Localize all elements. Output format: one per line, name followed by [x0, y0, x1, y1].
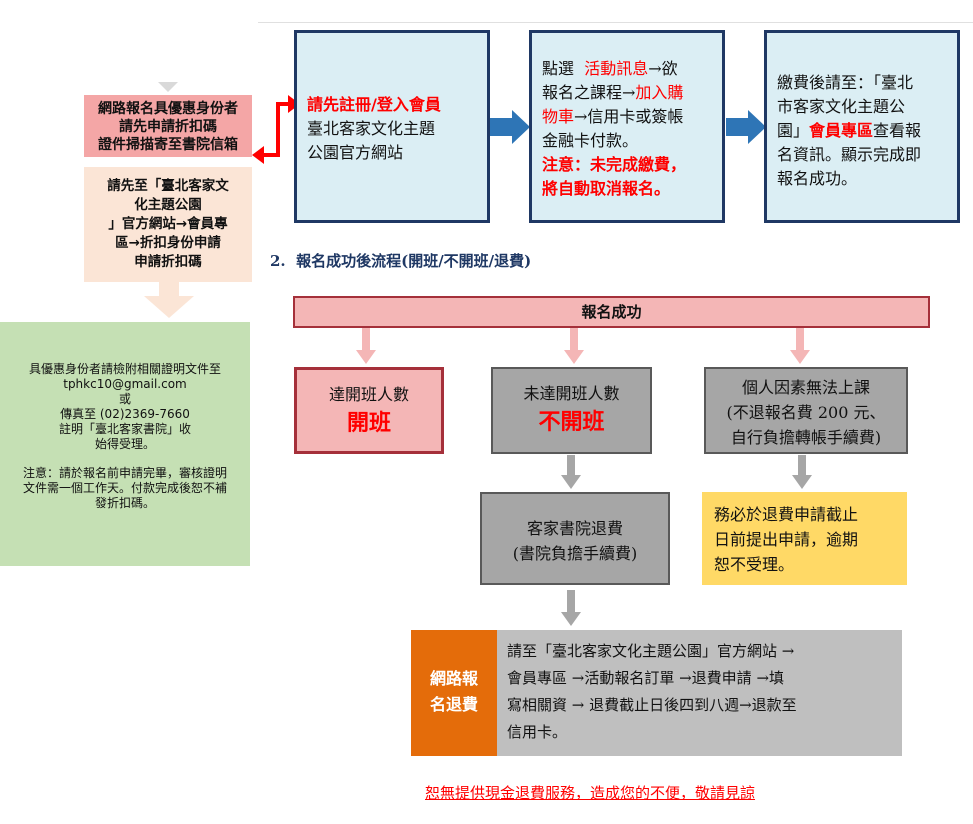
right-arrow-icon	[726, 110, 766, 144]
select-course-box: 點選 活動訊息→欲 報名之課程→加入購 物車→信用卡或簽帳 金融卡付款。 注意：…	[529, 30, 725, 223]
class-cancelled-box: 未達開班人數 不開班	[491, 367, 652, 454]
proof-documents-box: 具優惠身份者請檢附相關證明文件至 tphkc10@gmail.com 或 傳真至…	[0, 322, 250, 566]
registration-success-bar: 報名成功	[293, 296, 930, 328]
top-divider	[258, 22, 973, 23]
discount-instructions: 請先至「臺北客家文 化主題公園 」官方網站→會員專 區→折扣身份申請 申請折扣碼	[84, 167, 252, 282]
discount-header: 網路報名具優惠身份者 請先申請折扣碼 證件掃描寄至書院信箱	[84, 95, 252, 157]
register-login-box: 請先註冊/登入會員 臺北客家文化主題 公園官方網站	[294, 30, 490, 223]
down-arrow-icon	[144, 282, 194, 318]
personal-reason-box: 個人因素無法上課 (不退報名費 200 元、 自行負擔轉帳手續費)	[704, 367, 908, 454]
academy-refund-box: 客家書院退費 (書院負擔手續費)	[480, 492, 670, 585]
down-arrow-icon	[561, 455, 581, 489]
faint-arrow-icon	[158, 82, 178, 92]
down-arrow-icon	[356, 328, 376, 364]
section-heading: 2. 報名成功後流程(開班/不開班/退費)	[270, 252, 532, 270]
right-arrow-icon	[490, 110, 530, 144]
connector-arrow-icon	[252, 95, 300, 164]
open-class-box: 達開班人數 開班	[294, 367, 444, 454]
online-refund-steps: 請至「臺北客家文化主題公園」官方網站 → 會員專區 →活動報名訂單 →退費申請 …	[497, 630, 902, 756]
down-arrow-icon	[792, 455, 812, 489]
check-registration-box: 繳費後請至：「臺北 市客家文化主題公 園」會員專區查看報 名資訊。顯示完成即 報…	[764, 30, 960, 223]
down-arrow-icon	[564, 328, 584, 364]
down-arrow-icon	[561, 590, 581, 626]
online-refund-label: 網路報 名退費	[411, 630, 497, 756]
refund-deadline-note: 務必於退費申請截止 日前提出申請，逾期 恕不受理。	[702, 492, 907, 585]
down-arrow-icon	[790, 328, 810, 364]
footer-notice: 恕無提供現金退費服務，造成您的不便，敬請見諒	[425, 784, 756, 802]
